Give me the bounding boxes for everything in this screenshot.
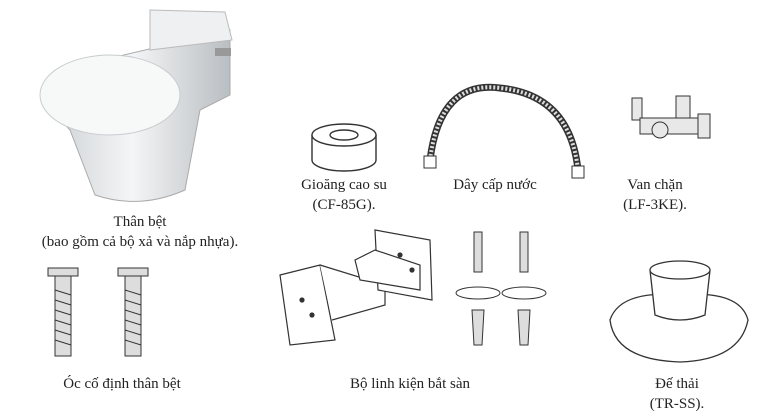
part-name: Van chặn (627, 177, 683, 193)
anchor-screw-set-icon (455, 231, 547, 346)
part-name: Thân bệt (113, 214, 167, 230)
water-hose-label: Dây cấp nước (453, 175, 537, 195)
stop-valve-label: Van chặn (LF-3KE). (623, 175, 687, 215)
part-name: Gioăng cao su (301, 177, 387, 193)
rubber-gasket-label: Gioăng cao su (CF-85G). (301, 175, 387, 215)
toilet-body-label: Thân bệt (bao gồm cả bộ xả và nắp nhựa). (42, 212, 238, 252)
part-name: Đế thải (655, 376, 699, 392)
fixing-screw-icon (47, 267, 149, 357)
drain-flange-label: Đế thải (TR-SS). (650, 374, 705, 414)
fixing-screw-label: Óc cố định thân bệt (63, 374, 180, 394)
stop-valve-icon (631, 95, 711, 139)
toilet-body-icon (39, 9, 233, 202)
part-detail: (CF-85G). (312, 197, 376, 213)
part-name: Óc cố định thân bệt (63, 376, 181, 392)
part-name: Bộ linh kiện bắt sàn (350, 376, 470, 392)
part-name: Dây cấp nước (453, 177, 537, 193)
part-detail: (LF-3KE). (623, 197, 687, 213)
rubber-gasket-icon (311, 123, 377, 172)
part-detail: (TR-SS). (649, 396, 705, 412)
part-detail: (bao gồm cả bộ xả và nắp nhựa). (41, 234, 239, 250)
drain-flange-icon (609, 260, 749, 363)
water-supply-hose-icon (423, 83, 585, 179)
floor-bracket-icon (279, 229, 433, 346)
floor-kit-label: Bộ linh kiện bắt sàn (350, 374, 470, 394)
